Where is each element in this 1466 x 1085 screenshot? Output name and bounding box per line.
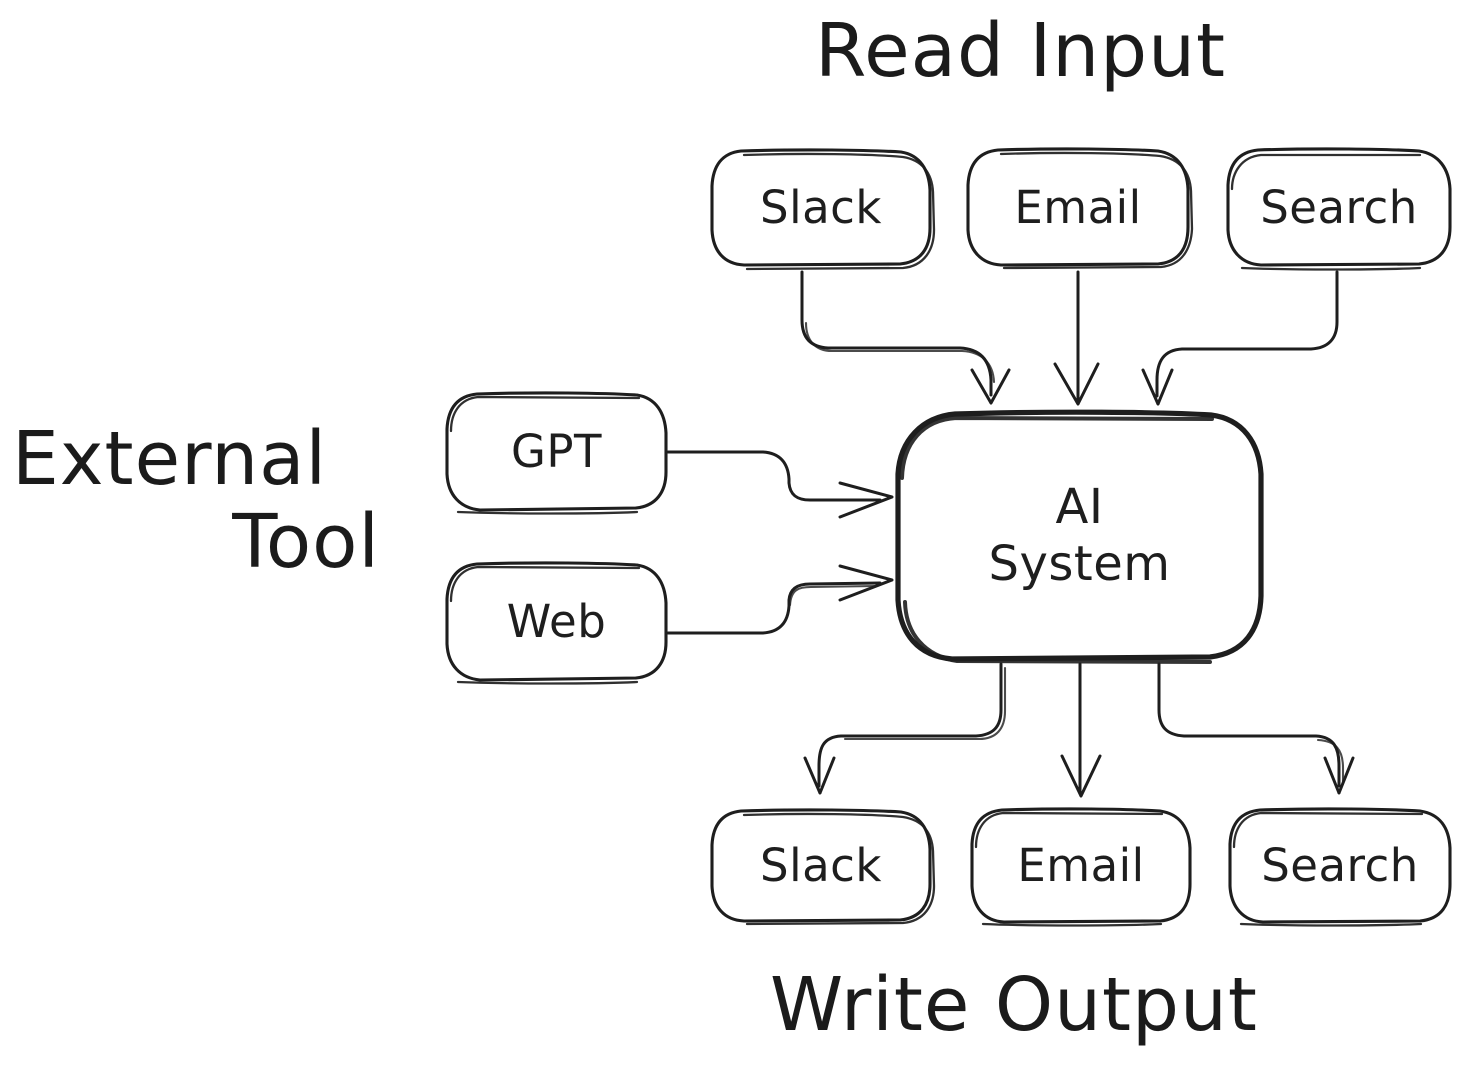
edge-input-slack-to-ai — [800, 270, 1011, 405]
input-slack-box-shape — [710, 148, 936, 271]
external-tool-line-2: Tool — [232, 498, 380, 585]
output-email-box-shape — [970, 807, 1192, 927]
section-title-external-tool: External Tool — [12, 418, 412, 584]
output-slack-node[interactable] — [712, 810, 936, 926]
edge-input-search-to-ai — [1141, 270, 1339, 406]
section-title-read-input: Read Input — [815, 8, 1227, 94]
input-email-box-shape — [966, 147, 1194, 270]
output-slack-box-shape — [710, 808, 936, 926]
output-search-node[interactable] — [1230, 810, 1452, 926]
input-slack-node[interactable] — [712, 150, 934, 270]
tool-web-node[interactable] — [447, 563, 669, 685]
edge-tool-gpt-to-ai — [666, 450, 894, 519]
edge-input-email-to-ai — [1053, 270, 1100, 406]
ai-system-box-shape — [895, 409, 1264, 664]
input-search-box-shape — [1226, 147, 1452, 271]
external-tool-line-1: External — [12, 416, 328, 502]
input-email-node[interactable] — [968, 150, 1192, 270]
section-title-write-output: Write Output — [770, 962, 1258, 1048]
input-search-node[interactable] — [1228, 150, 1452, 270]
output-search-box-shape — [1228, 807, 1452, 927]
ai-system-node[interactable] — [898, 412, 1263, 664]
output-email-node[interactable] — [972, 810, 1194, 926]
edge-ai-to-output-slack — [803, 662, 1007, 795]
edge-tool-web-to-ai — [666, 564, 894, 635]
tool-gpt-box-shape — [445, 391, 668, 515]
edge-ai-to-output-search — [1157, 662, 1355, 795]
tool-web-box-shape — [445, 561, 668, 685]
tool-gpt-node[interactable] — [447, 393, 669, 515]
edge-ai-to-output-email — [1060, 662, 1102, 798]
